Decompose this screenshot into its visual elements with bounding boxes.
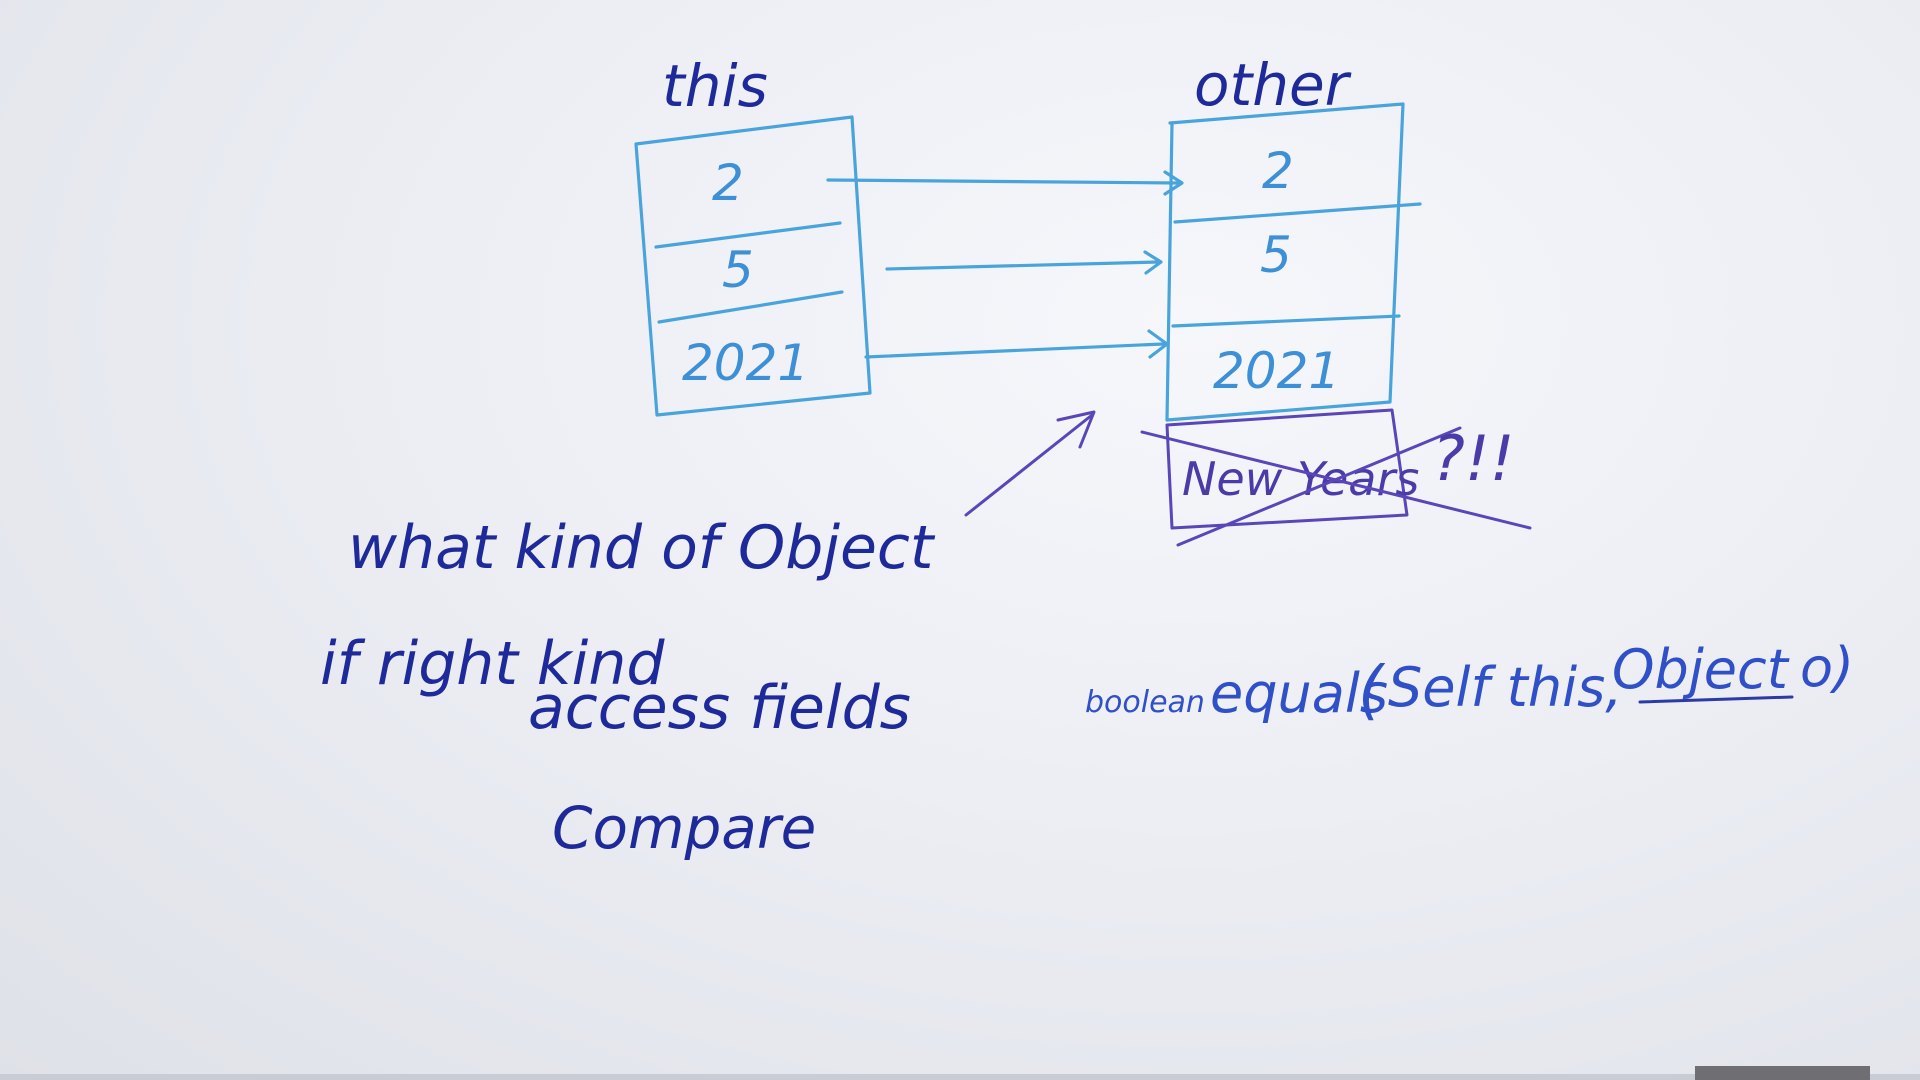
board-corner-tray: [1695, 1066, 1870, 1080]
comparison-arrows: [826, 170, 1184, 359]
extra-field-box: [1165, 408, 1409, 530]
signature-open-paren: (: [1358, 654, 1386, 728]
this-object-box: [634, 115, 872, 417]
signature-return-type: boolean: [1085, 685, 1205, 720]
signature-method: equals: [1210, 662, 1388, 725]
note-access-fields: access fields: [528, 673, 911, 743]
other-label: other: [1194, 51, 1352, 119]
this-field-3: 2021: [682, 334, 809, 392]
this-label: this: [662, 52, 768, 120]
signature-param-type: Object: [1612, 638, 1790, 701]
other-field-1: 2: [1262, 142, 1294, 200]
other-object-box: [1165, 102, 1422, 422]
note-if-right-kind: if right kind: [320, 629, 665, 699]
this-field-2: 5: [722, 241, 754, 299]
signature-param-name: o): [1800, 636, 1854, 699]
signature-param-this: Self this,: [1388, 656, 1622, 719]
board-bottom-edge: [0, 1074, 1920, 1080]
note-what-kind: what kind of Object: [348, 513, 936, 583]
pointer-arrow: [964, 410, 1096, 517]
param-type-underline: [1638, 695, 1794, 704]
cross-out-marks: [1140, 426, 1532, 547]
this-field-1: 2: [712, 154, 744, 212]
other-field-3: 2021: [1213, 342, 1340, 400]
other-field-2: 5: [1260, 226, 1292, 284]
exclamation-mark: ?!!: [1432, 422, 1515, 495]
note-compare: Compare: [552, 794, 816, 862]
